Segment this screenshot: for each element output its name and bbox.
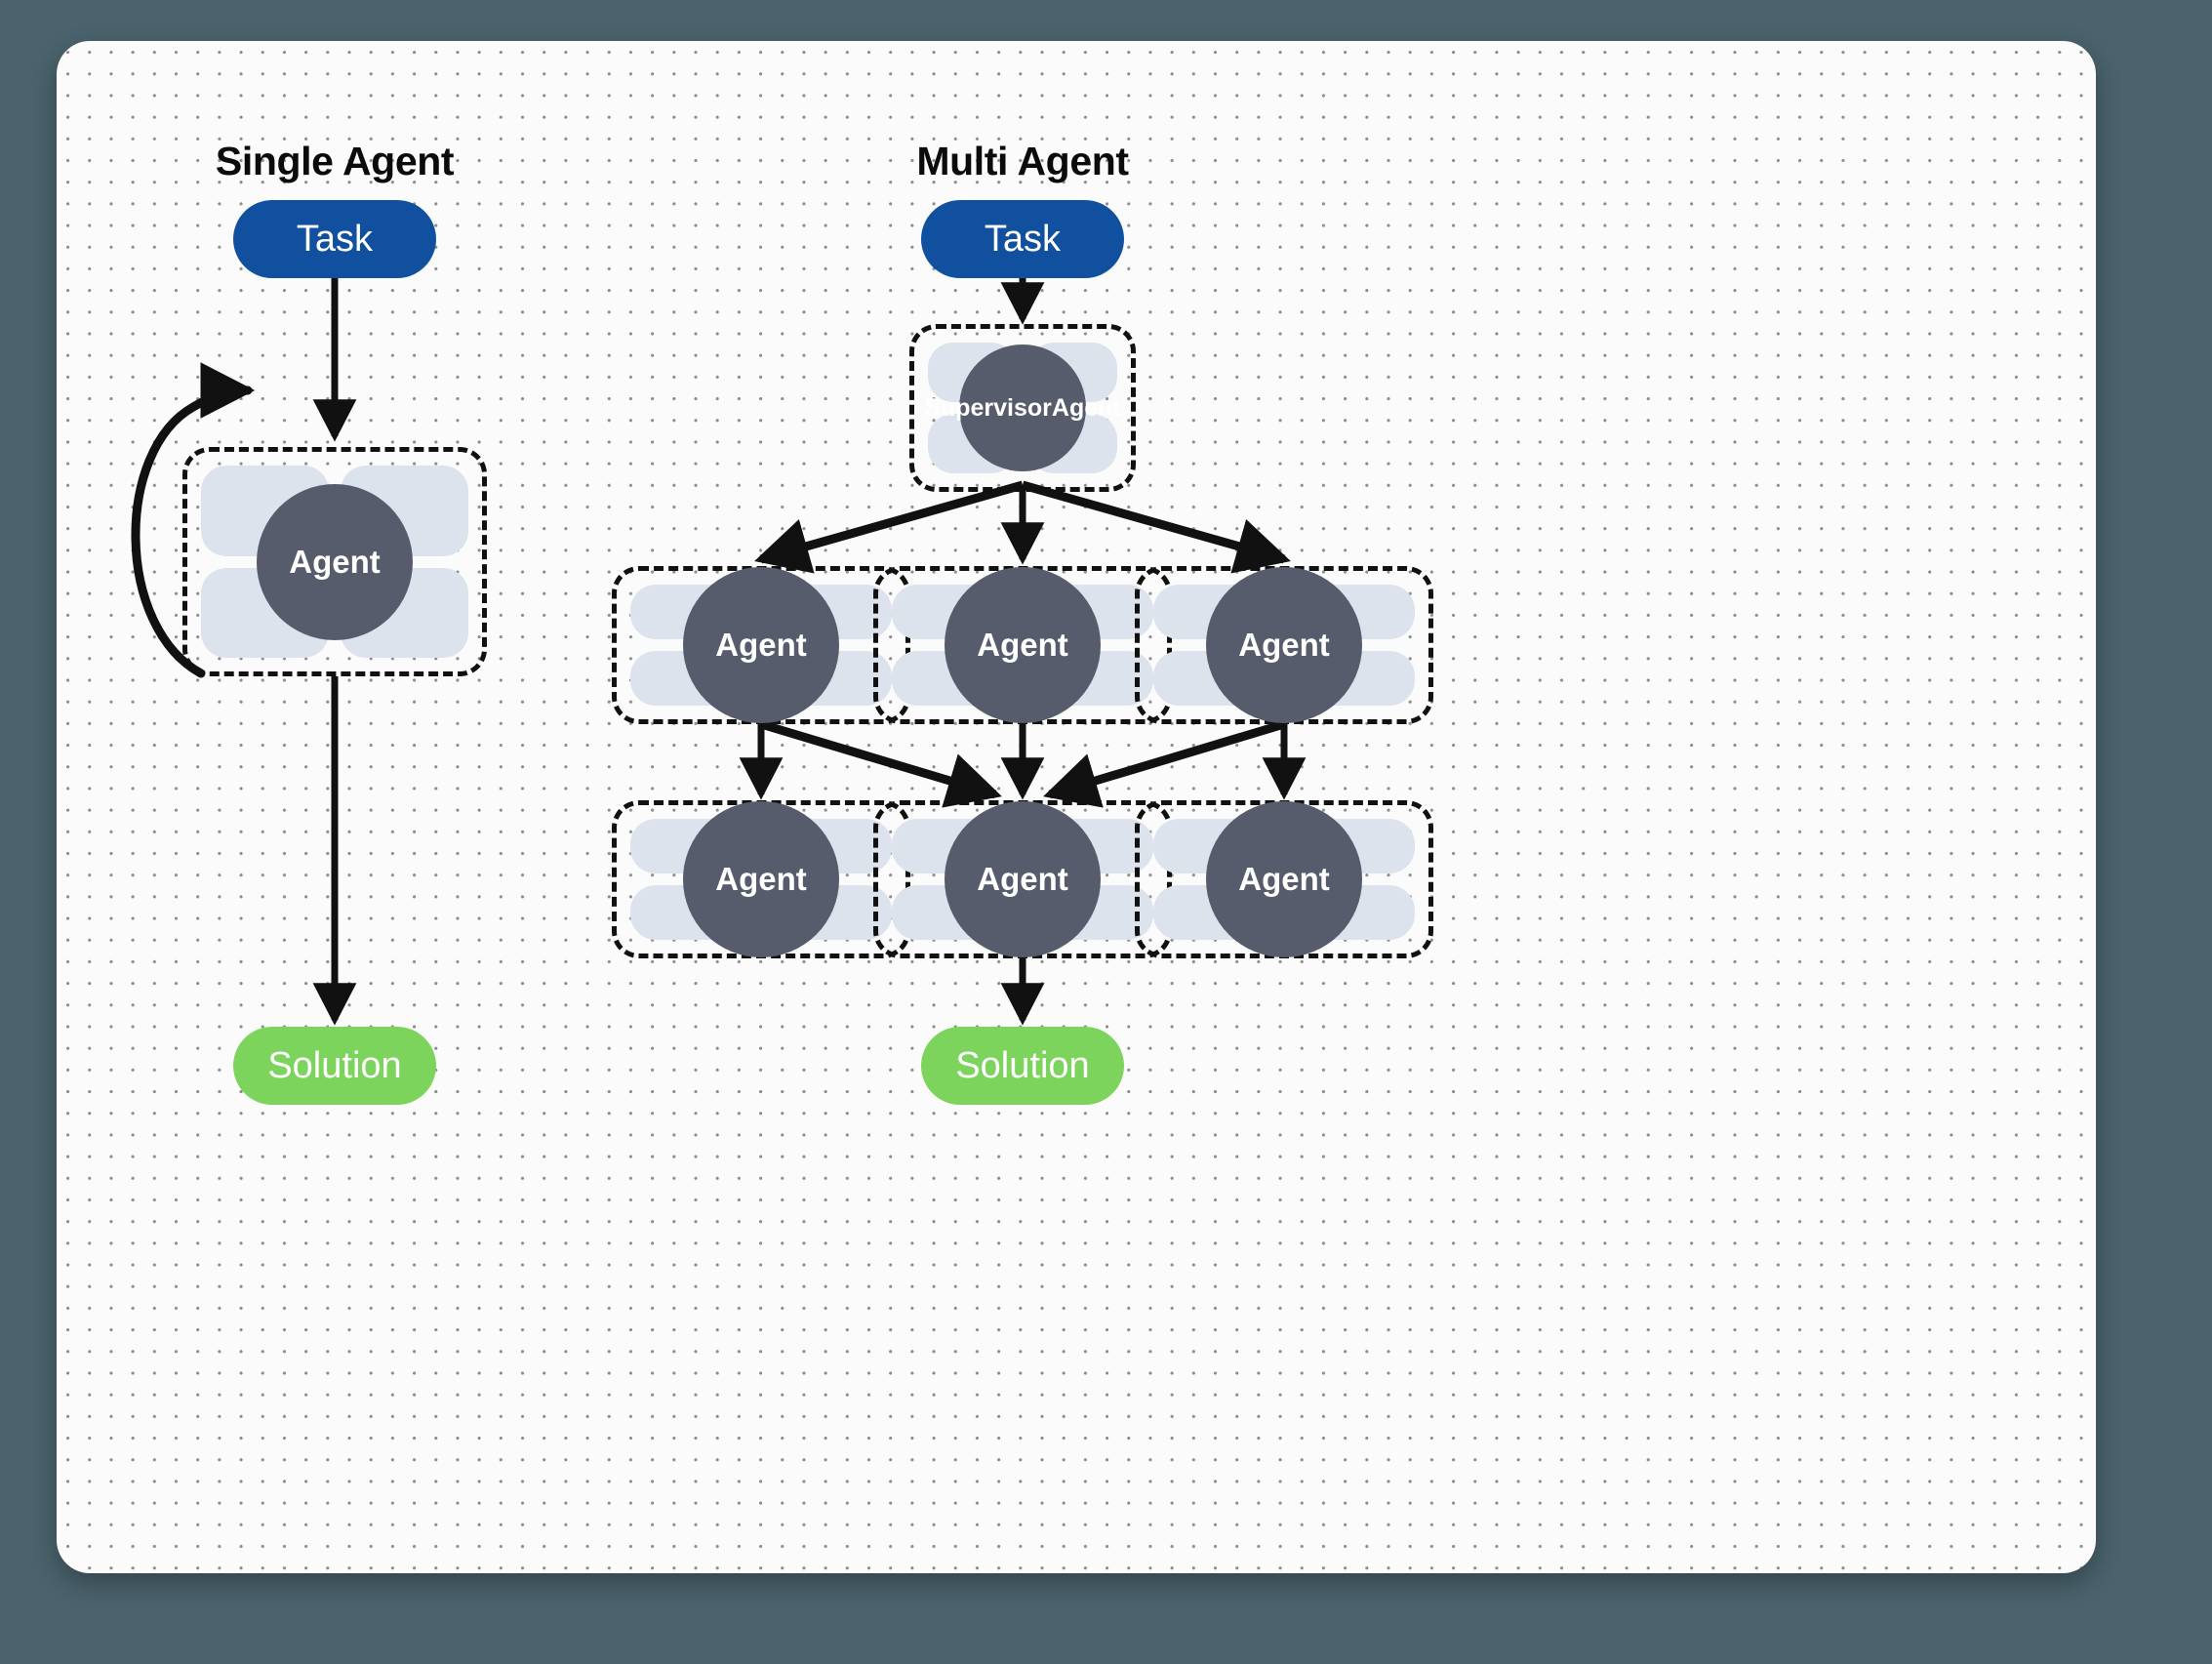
multi-row1-agent-cluster-2[interactable]: Agent xyxy=(873,566,1172,724)
edge-supervisor-to-agent-3 xyxy=(1021,480,1291,574)
multi-row2-agent-cluster-3[interactable]: Agent xyxy=(1135,800,1433,958)
multi-solution-node[interactable]: Solution xyxy=(921,1027,1124,1105)
section-title-multi-agent: Multi Agent xyxy=(916,139,1129,183)
supervisor-agent-core: Supervisor Agent xyxy=(924,345,1121,471)
multi-row1-agent-cluster-1[interactable]: Agent xyxy=(612,566,910,724)
diagram-card: Single Agent Task Agent Solution Multi A… xyxy=(57,41,2096,1573)
single-agent-cluster[interactable]: Agent xyxy=(182,447,487,676)
multi-row2-agent-core-1: Agent xyxy=(683,801,839,957)
multi-row1-agent-cluster-3[interactable]: Agent xyxy=(1135,566,1433,724)
multi-task-node[interactable]: Task xyxy=(921,200,1124,278)
multi-row1-agent-core-2: Agent xyxy=(945,567,1101,723)
multi-row2-agent-cluster-2[interactable]: Agent xyxy=(873,800,1172,958)
supervisor-label-line-2: Agent xyxy=(1051,393,1121,422)
single-agent-core: Agent xyxy=(257,483,413,640)
multi-row2-agent-cluster-1[interactable]: Agent xyxy=(612,800,910,958)
single-task-node[interactable]: Task xyxy=(233,200,436,278)
edge-row1-agent-3-to-row2-center xyxy=(1043,719,1286,808)
multi-row2-agent-core-2: Agent xyxy=(945,801,1101,957)
single-solution-node[interactable]: Solution xyxy=(233,1027,436,1105)
multi-row1-agent-core-1: Agent xyxy=(683,567,839,723)
multi-row1-agent-core-3: Agent xyxy=(1206,567,1362,723)
section-title-single-agent: Single Agent xyxy=(215,139,455,183)
edge-supervisor-to-agent-1 xyxy=(754,480,1025,574)
supervisor-agent-cluster[interactable]: Supervisor Agent xyxy=(909,324,1136,492)
edge-row1-agent-1-to-row2-center xyxy=(759,719,1002,808)
supervisor-label-line-1: Supervisor xyxy=(924,393,1052,422)
multi-row2-agent-core-3: Agent xyxy=(1206,801,1362,957)
